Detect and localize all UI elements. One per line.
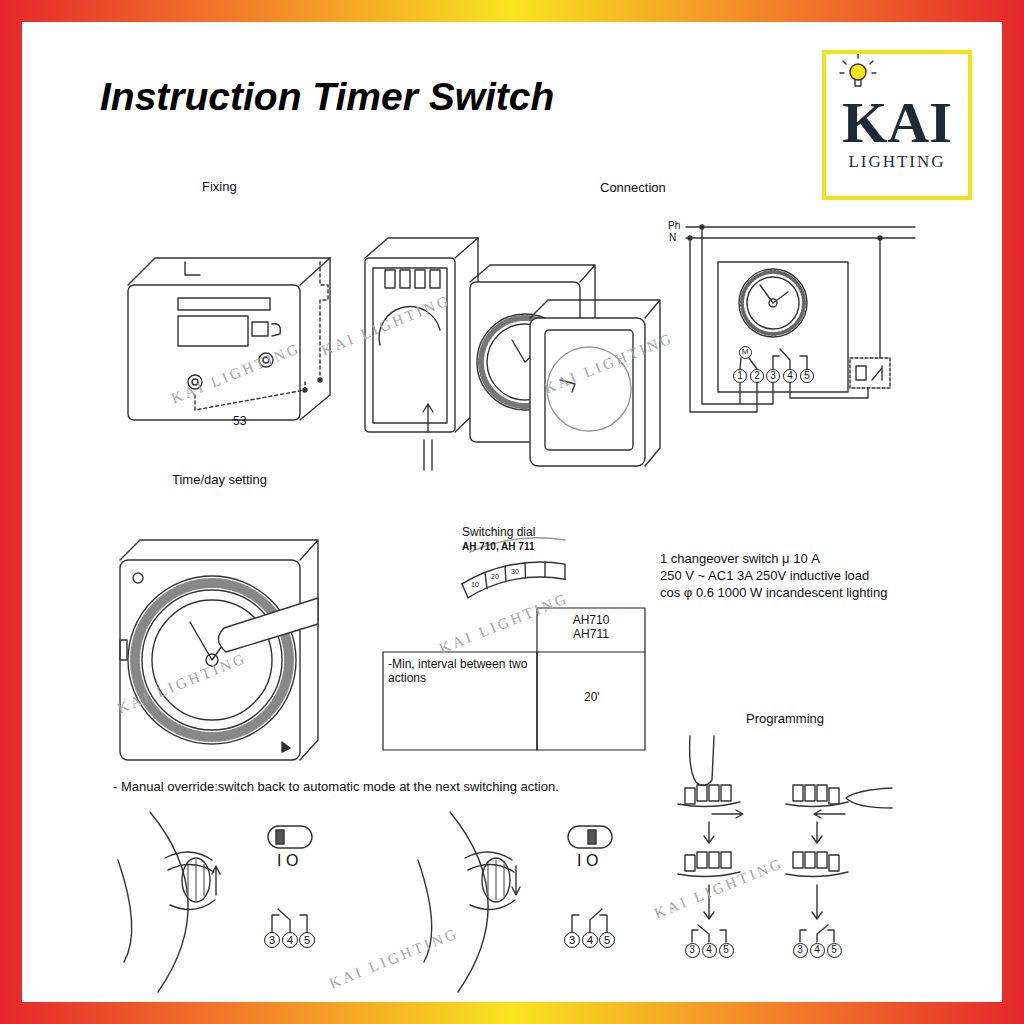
- dimension: 53: [233, 414, 246, 428]
- terminal-circle: 5: [719, 943, 734, 958]
- wiring-diagram: [686, 225, 915, 412]
- model-name: AH 710, AH 711: [462, 541, 534, 553]
- terminal-number: M: [742, 348, 749, 356]
- terminal-circle: 5: [827, 943, 842, 958]
- terminal-circle: 2: [750, 369, 764, 383]
- section-heading: Time/day setting: [172, 472, 267, 488]
- terminal-number: 4: [706, 945, 712, 955]
- terminal-number: 1: [737, 371, 743, 381]
- terminal-circle: 5: [299, 932, 315, 948]
- terminal-number: 4: [587, 935, 593, 946]
- switch-state: I O: [277, 851, 298, 870]
- terminal-number: 5: [723, 945, 729, 955]
- programming-figure: [678, 736, 892, 942]
- wire-name: N: [669, 232, 676, 244]
- terminal-number: 4: [787, 371, 793, 381]
- terminal-circle: 4: [582, 932, 598, 948]
- terminal-circle: 5: [800, 369, 814, 383]
- terminal-circle: 5: [599, 932, 615, 948]
- logo-box: KAILIGHTING: [822, 50, 972, 200]
- logo-word: KAI: [842, 94, 952, 152]
- terminal-number: 5: [804, 371, 810, 381]
- terminal-number: 3: [689, 945, 695, 955]
- section-heading: Connection: [600, 180, 666, 196]
- terminal-number: 4: [814, 945, 820, 955]
- dial-number: 10: [471, 581, 479, 589]
- terminal-number: 3: [770, 371, 776, 381]
- note-text: - Manual override:switch back to automat…: [113, 779, 559, 795]
- spec-text: 250 V ~ AC1 3A 250V inductive load: [660, 568, 869, 584]
- terminal-circle: 1: [733, 369, 747, 383]
- spec-text: cos φ 0.6 1000 W incandescent lighting: [660, 585, 887, 601]
- terminal-circle: 4: [282, 932, 298, 948]
- terminal-circle: 4: [702, 943, 717, 958]
- logo-subword: LIGHTING: [848, 152, 945, 172]
- fixing-box: [128, 258, 330, 420]
- manual-override-figure: [118, 812, 312, 992]
- section-heading: Programming: [746, 711, 824, 727]
- spec-table: [383, 608, 645, 750]
- dial-number: 30: [511, 568, 519, 576]
- time-setting-figure: [120, 540, 318, 760]
- terminal-circle: 3: [564, 932, 580, 948]
- terminal-number: 4: [287, 935, 293, 946]
- terminal-number: 5: [831, 945, 837, 955]
- manual-override-figure: [418, 812, 612, 992]
- terminal-circle: 4: [810, 943, 825, 958]
- terminal-circle: M: [739, 346, 752, 359]
- terminal-number: 3: [269, 935, 275, 946]
- dial-number: 20: [491, 573, 499, 581]
- terminal-number: 3: [569, 935, 575, 946]
- terminal-number: 5: [304, 935, 310, 946]
- table-cell: -Min, interval between two actions: [388, 657, 534, 686]
- table-cell: AH710 AH711: [561, 613, 621, 642]
- switch-state: I O: [577, 851, 598, 870]
- terminal-circle: 3: [766, 369, 780, 383]
- switching-dial-figure: [462, 538, 565, 598]
- table-cell: 20': [584, 690, 600, 704]
- wire-name: Ph: [668, 220, 680, 232]
- terminal-circle: 3: [685, 943, 700, 958]
- terminal-circle: 3: [264, 932, 280, 948]
- terminal-circle: 4: [783, 369, 797, 383]
- bulb-icon: [840, 54, 876, 86]
- terminal-number: 3: [797, 945, 803, 955]
- terminal-number: 2: [754, 371, 760, 381]
- page-title: Instruction Timer Switch: [100, 74, 554, 121]
- section-heading: Switching dial: [462, 525, 535, 539]
- terminal-number: 5: [604, 935, 610, 946]
- section-heading: Fixing: [202, 179, 237, 195]
- spec-text: 1 changeover switch μ 10 A: [660, 551, 820, 567]
- terminal-circle: 3: [793, 943, 808, 958]
